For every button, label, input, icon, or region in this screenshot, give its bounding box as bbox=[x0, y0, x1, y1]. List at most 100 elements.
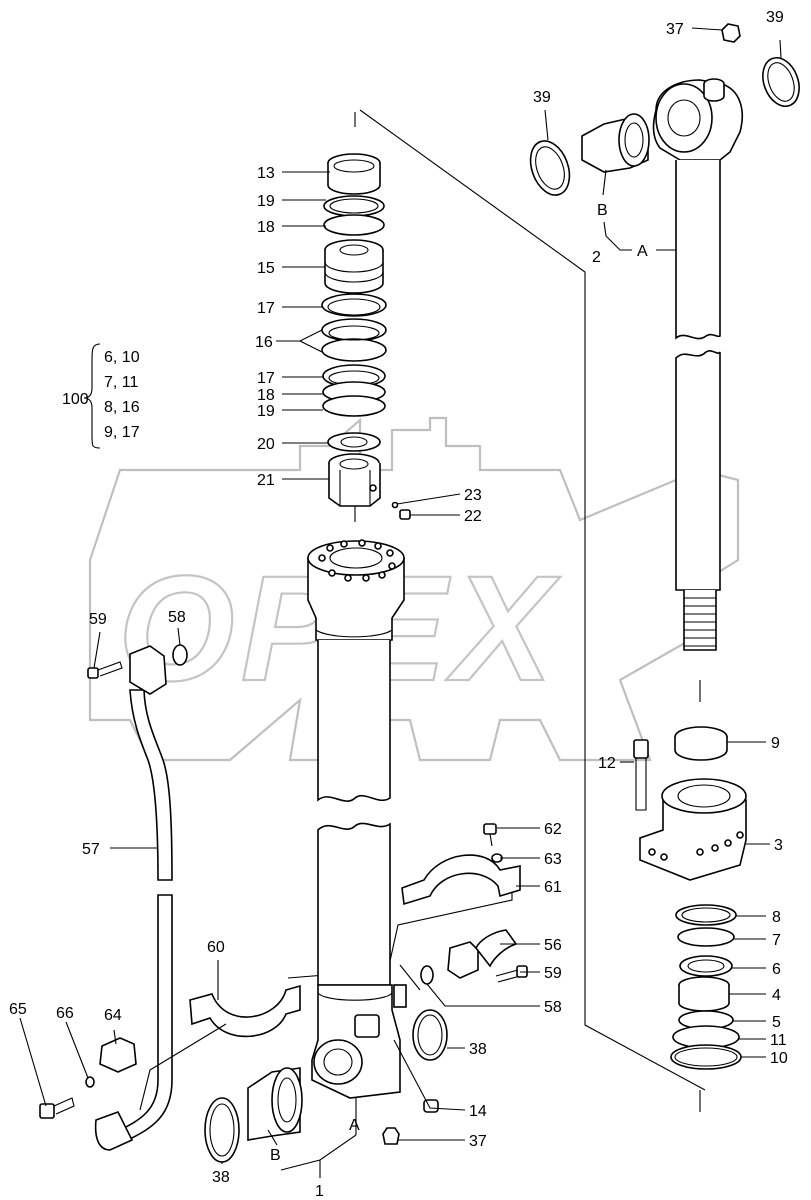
kit-line-4: 9, 17 bbox=[104, 424, 140, 441]
bolt-62 bbox=[483, 823, 497, 847]
callout-37-bottom: 37 bbox=[469, 1133, 487, 1150]
callout-13: 13 bbox=[257, 165, 275, 182]
callout-38-left: 38 bbox=[212, 1169, 230, 1186]
piston-nut-21 bbox=[328, 453, 381, 507]
kit-brace bbox=[83, 343, 101, 449]
set-screw-22 bbox=[399, 509, 411, 520]
kit-line-3: 8, 16 bbox=[104, 399, 140, 416]
seal-38-left bbox=[204, 1097, 240, 1163]
cylinder-head-3 bbox=[639, 778, 747, 881]
callout-18-top: 18 bbox=[257, 219, 275, 236]
seal-7 bbox=[677, 927, 735, 947]
cushion-ring-15 bbox=[324, 239, 384, 294]
callout-59-left: 59 bbox=[89, 611, 107, 628]
piston-seal-16-b bbox=[321, 338, 387, 362]
callout-8: 8 bbox=[772, 909, 781, 926]
callout-39-right: 39 bbox=[766, 9, 784, 26]
callout-1-A: A bbox=[349, 1117, 360, 1134]
callout-6: 6 bbox=[772, 961, 781, 978]
callout-19-bottom: 19 bbox=[257, 403, 275, 420]
bolt-65 bbox=[39, 1097, 75, 1119]
bushing-B-right bbox=[581, 113, 650, 173]
callout-4: 4 bbox=[772, 987, 781, 1004]
callout-58-left: 58 bbox=[168, 609, 186, 626]
backup-ring-19-bottom bbox=[322, 395, 386, 417]
callout-1: 1 bbox=[315, 1183, 324, 1200]
callout-19-top: 19 bbox=[257, 193, 275, 210]
callout-56: 56 bbox=[544, 937, 562, 954]
callout-labels: 100 6, 10 7, 11 8, 16 9, 17 13 19 18 15 … bbox=[9, 9, 788, 1200]
washer-66 bbox=[85, 1076, 95, 1088]
callout-61: 61 bbox=[544, 879, 562, 896]
callout-7: 7 bbox=[772, 932, 781, 949]
seal-6 bbox=[679, 955, 733, 977]
callout-60: 60 bbox=[207, 939, 225, 956]
callout-37-top: 37 bbox=[666, 21, 684, 38]
callout-23: 23 bbox=[464, 487, 482, 504]
callout-2-B: B bbox=[597, 202, 608, 219]
callout-58-right: 58 bbox=[544, 999, 562, 1016]
callout-11: 11 bbox=[770, 1032, 787, 1049]
kit-number-label: 100 bbox=[62, 391, 89, 408]
callout-16: 16 bbox=[255, 334, 273, 351]
elbow-56 bbox=[447, 929, 518, 979]
callout-20: 20 bbox=[257, 436, 275, 453]
clamp-61 bbox=[401, 854, 521, 906]
wear-ring-17-top bbox=[321, 293, 387, 317]
bolt-12 bbox=[633, 739, 649, 811]
callout-17-bottom: 17 bbox=[257, 370, 275, 387]
rod-eye bbox=[652, 78, 744, 161]
o-ring-58-left bbox=[172, 644, 188, 666]
callout-2: 2 bbox=[592, 249, 601, 266]
callout-3: 3 bbox=[774, 837, 783, 854]
steel-ball-23 bbox=[391, 501, 399, 509]
piston-rod bbox=[652, 78, 744, 651]
o-ring-58-right bbox=[420, 965, 434, 985]
grease-nipple-37-top bbox=[721, 23, 741, 43]
callout-14: 14 bbox=[469, 1103, 487, 1120]
seal-38-right bbox=[412, 1009, 448, 1061]
kit-line-1: 6, 10 bbox=[104, 349, 140, 366]
watermark-logo: OPEX bbox=[88, 416, 740, 762]
washer-20 bbox=[327, 432, 381, 452]
callout-1-B: B bbox=[270, 1147, 281, 1164]
callout-38-right: 38 bbox=[469, 1041, 487, 1058]
grease-nipple-37-bottom bbox=[382, 1127, 400, 1145]
bracket-64 bbox=[99, 1037, 137, 1073]
rod-bushing-13 bbox=[327, 153, 381, 195]
bolt-59-right bbox=[495, 965, 528, 983]
callout-18-bottom: 18 bbox=[257, 387, 275, 404]
o-ring-10 bbox=[670, 1044, 742, 1070]
seal-39-left bbox=[529, 140, 571, 196]
callout-17-top: 17 bbox=[257, 300, 275, 317]
callout-15: 15 bbox=[257, 260, 275, 277]
bolt-59-left bbox=[87, 661, 123, 679]
rod-end-parts bbox=[321, 153, 411, 520]
callout-2-A: A bbox=[637, 243, 648, 260]
seal-39-right bbox=[762, 56, 800, 108]
seal-9 bbox=[674, 726, 728, 761]
callout-57: 57 bbox=[82, 841, 100, 858]
kit-line-2: 7, 11 bbox=[104, 374, 139, 391]
cylinder-tube bbox=[307, 539, 407, 1099]
pipe-57 bbox=[94, 645, 173, 1151]
head-seals-stack bbox=[670, 904, 742, 1070]
leader-lines bbox=[19, 27, 782, 1178]
callout-22: 22 bbox=[464, 508, 482, 525]
callout-62: 62 bbox=[544, 821, 562, 838]
callout-10: 10 bbox=[770, 1050, 788, 1067]
bushing-4 bbox=[678, 976, 730, 1012]
clamp-60 bbox=[189, 984, 301, 1038]
watermark-gear-outline bbox=[88, 416, 740, 762]
callout-66: 66 bbox=[56, 1005, 74, 1022]
callout-59-right: 59 bbox=[544, 965, 562, 982]
seal-18-top bbox=[323, 214, 385, 236]
callout-64: 64 bbox=[104, 1007, 122, 1024]
callout-39-left: 39 bbox=[533, 89, 551, 106]
callout-65: 65 bbox=[9, 1001, 27, 1018]
bushing-B-left bbox=[247, 1067, 303, 1141]
callout-63: 63 bbox=[544, 851, 562, 868]
callout-12: 12 bbox=[598, 755, 616, 772]
callout-21: 21 bbox=[257, 472, 275, 489]
